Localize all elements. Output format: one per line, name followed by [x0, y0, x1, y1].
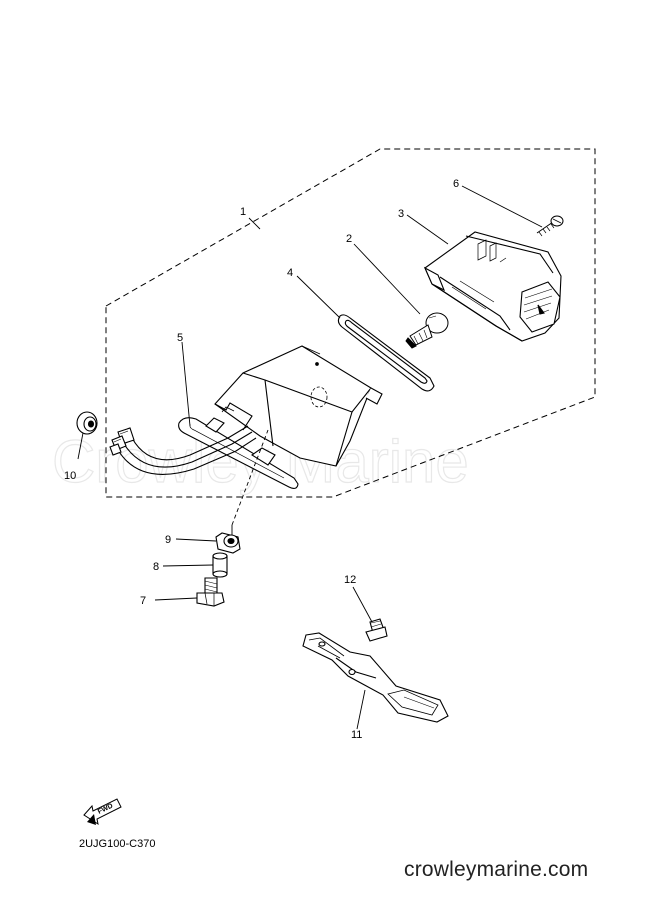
callout-1: 1 [240, 206, 246, 218]
fwd-arrow: FWD [83, 798, 122, 826]
part-bolt[interactable] [196, 577, 225, 607]
part-damper[interactable] [215, 532, 241, 554]
callout-11: 11 [351, 729, 362, 741]
callout-6: 6 [453, 178, 459, 190]
assembly-boundary [105, 148, 596, 498]
callout-3: 3 [398, 208, 404, 220]
callout-2: 2 [346, 233, 352, 245]
callout-7: 7 [140, 595, 146, 607]
callout-12: 12 [344, 574, 356, 586]
part-bracket-wiring[interactable] [109, 402, 299, 490]
part-bulb[interactable] [405, 312, 449, 349]
part-collar[interactable] [212, 552, 228, 578]
callouts: 1 2 3 4 5 6 7 8 9 10 11 12 [64, 178, 459, 741]
part-gasket[interactable] [337, 314, 435, 392]
part-lens-housing[interactable] [423, 231, 562, 342]
callout-8: 8 [153, 561, 159, 573]
callout-9: 9 [165, 534, 171, 546]
part-grommet[interactable] [76, 411, 98, 435]
callout-10: 10 [64, 470, 76, 482]
part-license-bracket[interactable] [302, 632, 449, 723]
leader-lines [77, 185, 543, 730]
callout-5: 5 [177, 332, 183, 344]
part-screw[interactable] [536, 215, 564, 237]
callout-4: 4 [287, 267, 293, 279]
diagram-code: 2UJG100-C370 [79, 838, 156, 850]
website-link[interactable]: crowleymarine.com [404, 858, 589, 881]
part-bracket-bolt[interactable] [365, 618, 388, 642]
part-taillight-base[interactable] [214, 345, 383, 467]
